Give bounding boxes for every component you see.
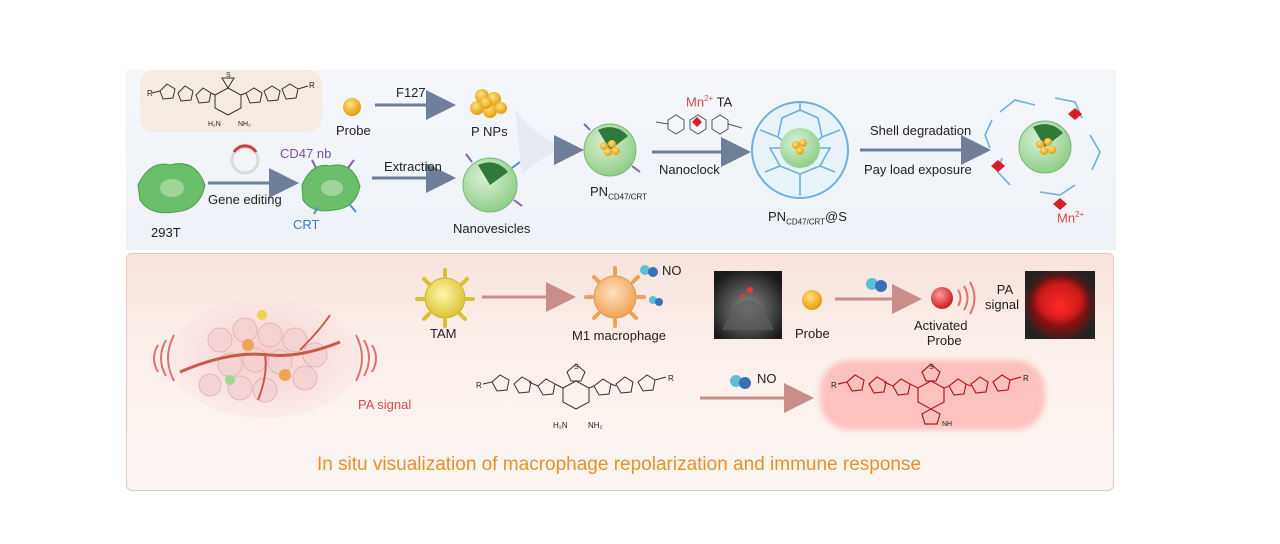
pn-core-probes — [600, 140, 620, 156]
pns-cage — [751, 101, 849, 199]
p-nps-cluster — [470, 89, 507, 118]
mn-ion-released-1 — [1068, 108, 1082, 120]
pn-label: PNCD47/CRT — [590, 184, 648, 202]
pa-signal-left-label: PA signal — [358, 397, 412, 412]
no-label-top: NO — [662, 263, 682, 278]
no-molecule-top — [640, 265, 663, 306]
cell-293t-nucleus — [160, 179, 184, 197]
blood-vessel — [179, 340, 341, 374]
pn-label-sub: CD47/CRT — [608, 192, 648, 202]
mn-label: Mn — [686, 94, 705, 110]
s-label-p: S — [929, 364, 934, 371]
no-molecule-mid — [730, 375, 751, 389]
cd47-receptors — [311, 159, 355, 169]
mn-ion-icon — [692, 117, 702, 127]
p-nps-label: P NPs — [471, 124, 508, 139]
pns-label-main: PN — [768, 209, 787, 224]
h2n-label-b: H₂N — [553, 421, 568, 430]
payload-exposure-label: Pay load exposure — [864, 162, 972, 177]
shell-degradation-label: Shell degradation — [870, 123, 972, 138]
nh-label-p: NH — [942, 421, 952, 428]
activated-probe-ball — [931, 287, 953, 309]
activated-line1: Activated — [914, 318, 968, 333]
r-label-left: R — [147, 89, 153, 98]
pn-label-main: PN — [590, 184, 609, 199]
probe-ball — [343, 98, 361, 116]
no-molecule-probe — [866, 278, 887, 292]
probe-structure-box — [140, 70, 322, 132]
m1-macrophage-label: M1 macrophage — [572, 328, 666, 343]
nanovesicles-label: Nanovesicles — [453, 221, 531, 236]
pa-line2: signal — [985, 296, 1019, 312]
probe-label-bottom: Probe — [795, 326, 830, 341]
nh2-label: NH₂ — [238, 121, 251, 128]
nh2-label-b: NH₂ — [588, 421, 603, 430]
m1-macrophage-cell — [584, 266, 646, 328]
gene-editing-label: Gene editing — [208, 192, 282, 207]
tam-cell — [415, 268, 475, 328]
pns-label-sub: CD47/CRT — [786, 217, 826, 227]
mn-sup: 2+ — [704, 94, 714, 103]
probe-structure — [151, 77, 309, 116]
pns-label: PNCD47/CRT@S — [768, 209, 847, 227]
nanoclock-label: Nanoclock — [659, 162, 720, 177]
mn-ta-label: Mn2+ TA — [686, 94, 732, 110]
cd47-nb-label: CD47 nb — [280, 146, 332, 161]
caption: In situ visualization of macrophage repo… — [316, 454, 922, 475]
tam-label: TAM — [430, 326, 457, 341]
s-label: S — [226, 72, 231, 79]
structure-before — [482, 363, 667, 410]
released-particle — [984, 97, 1101, 196]
no-label-mid: NO — [757, 371, 777, 386]
s-label-b: S — [574, 364, 579, 371]
structure-after — [837, 363, 1022, 425]
pns-label-tail: @S — [825, 209, 847, 224]
extraction-label: Extraction — [384, 159, 442, 174]
mn-ion-released-2 — [991, 160, 1005, 172]
r-label-p1: R — [831, 381, 837, 390]
merge-funnel — [515, 110, 570, 175]
crt-receptors — [313, 204, 357, 215]
crt-label: CRT — [293, 217, 320, 232]
cell-293t-label: 293T — [151, 225, 181, 240]
f127-label: F127 — [396, 85, 426, 100]
mn-release-sup: 2+ — [1075, 210, 1085, 219]
pa-waves-right — [957, 281, 976, 315]
pa-waves-left — [153, 334, 377, 382]
activated-line2: Probe — [926, 332, 962, 348]
probe-label: Probe — [336, 123, 371, 138]
r-label-right: R — [309, 81, 315, 90]
probe-ball-bottom — [802, 290, 822, 310]
h2n-label: H₂N — [208, 121, 221, 128]
macrophages-in-tumor — [225, 310, 291, 385]
r-label-b1: R — [476, 381, 482, 390]
mn-ta-complex — [655, 114, 743, 135]
mn-ion-released-3 — [1053, 198, 1067, 210]
mn-release-main: Mn — [1057, 210, 1076, 226]
r-label-p2: R — [1023, 374, 1029, 383]
r-label-b2: R — [668, 374, 674, 383]
mn-release-label: Mn2+ — [1057, 210, 1084, 226]
ta-label: TA — [716, 94, 733, 110]
pa-line1: PA — [996, 282, 1014, 297]
